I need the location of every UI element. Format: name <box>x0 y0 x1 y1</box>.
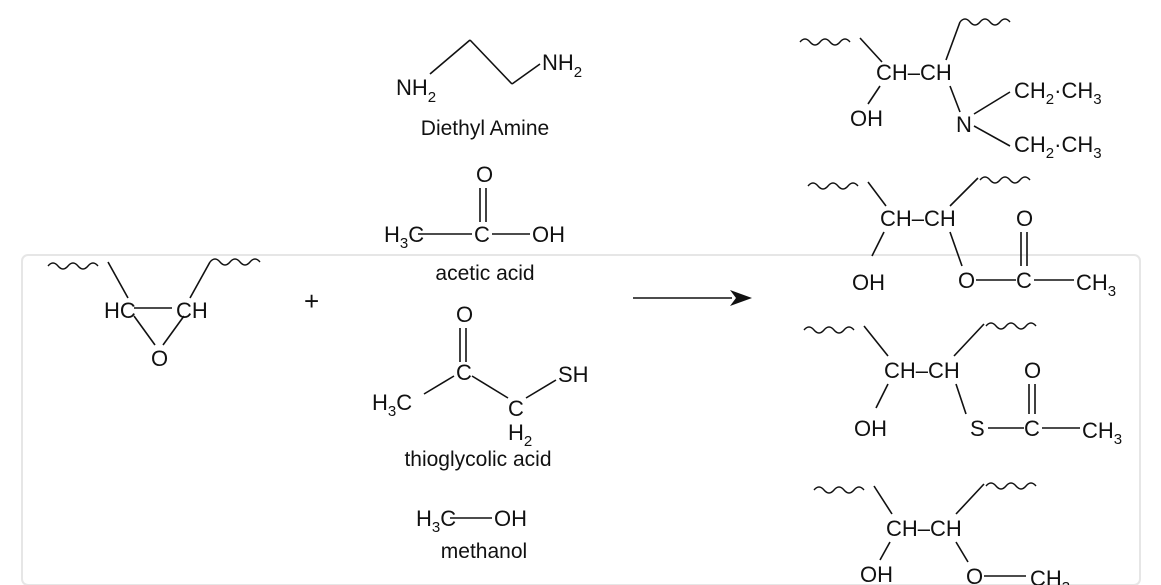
arrow-head <box>730 290 752 306</box>
product-ether: CH–CH OH O CH3 <box>813 482 1070 585</box>
bond-amine-3 <box>511 63 541 85</box>
acetic-h3c: H3C <box>384 222 424 252</box>
bond-right-chain <box>189 261 211 299</box>
caption-acetic-acid: acetic acid <box>435 262 534 285</box>
p2-oh: OH <box>852 270 885 295</box>
p3-oh: OH <box>854 416 887 441</box>
thio-sh: SH <box>558 362 589 387</box>
p2-bond-o <box>949 231 963 267</box>
p3-o-top: O <box>1024 358 1041 383</box>
p3-wave-left <box>803 326 855 334</box>
thio-o-top: O <box>456 302 473 327</box>
plus-sign: + <box>304 286 319 316</box>
bond-amine-2 <box>469 39 513 85</box>
amine-nh-right: NH2 <box>542 50 582 81</box>
epoxide-structure: HC CH O <box>47 258 261 371</box>
p2-wave-left <box>807 182 859 190</box>
caption-thioglycolic-acid: thioglycolic acid <box>404 448 551 471</box>
caption-diethyl-amine: Diethyl Amine <box>421 117 549 140</box>
p4-bond-left <box>873 485 893 515</box>
p4-ch3: CH3 <box>1030 566 1070 585</box>
p4-bond-oh <box>879 541 891 561</box>
thio-c: C <box>456 360 472 385</box>
p1-chch: CH–CH <box>876 60 952 85</box>
p1-wave-right <box>959 18 1011 26</box>
wavy-chain-left <box>47 262 99 270</box>
epoxide-oxygen: O <box>151 346 168 371</box>
p3-bond-left <box>863 325 889 357</box>
p1-ethyl-1: CH2·CH3 <box>1014 78 1102 108</box>
p3-bond-s <box>955 383 967 415</box>
bond-c-o-left <box>133 315 156 346</box>
acetic-acid-structure: O H3C C OH acetic acid <box>384 162 565 285</box>
p2-bond-left <box>867 181 887 207</box>
p1-bond-left <box>859 37 883 63</box>
p4-o: O <box>966 564 983 585</box>
p2-o-top: O <box>1016 206 1033 231</box>
p1-ethyl-2: CH2·CH3 <box>1014 132 1102 162</box>
p2-bond-right <box>949 177 979 207</box>
p2-c: C <box>1016 268 1032 293</box>
diethyl-amine-structure: NH2 NH2 Diethyl Amine <box>396 39 582 140</box>
bond-thio-right <box>525 379 557 399</box>
p1-bond-ethyl-1 <box>973 91 1011 115</box>
thio-h3c: H3C <box>372 390 412 420</box>
thio-h2: H2 <box>508 420 532 450</box>
bond-amine-1 <box>429 39 471 75</box>
p2-chch: CH–CH <box>880 206 956 231</box>
p4-bond-o <box>955 541 969 563</box>
p1-bond-oh <box>867 85 881 105</box>
epoxide-hc: HC <box>104 298 136 323</box>
p3-wave-right <box>985 322 1037 330</box>
p2-wave-right <box>979 176 1031 184</box>
p2-o-link: O <box>958 268 975 293</box>
thio-ch2-c: C <box>508 396 524 421</box>
reaction-arrow <box>633 290 752 306</box>
product-acetate: CH–CH OH O O C CH3 <box>807 176 1116 300</box>
p2-ch3: CH3 <box>1076 270 1116 300</box>
bond-thio-left <box>423 375 455 395</box>
p4-bond-right <box>955 483 985 515</box>
acetic-o-top: O <box>476 162 493 187</box>
p3-bond-right <box>953 323 985 357</box>
p1-wave-left <box>799 38 851 46</box>
p1-bond-n <box>949 85 961 113</box>
p1-bond-right <box>945 21 961 61</box>
p4-wave-left <box>813 486 865 494</box>
bond-left-chain <box>107 261 129 299</box>
p3-chch: CH–CH <box>884 358 960 383</box>
p3-s: S <box>970 416 985 441</box>
product-thioester: CH–CH OH S O C CH3 <box>803 322 1122 448</box>
p1-bond-ethyl-2 <box>973 125 1011 147</box>
p4-oh: OH <box>860 562 893 585</box>
acetic-oh: OH <box>532 222 565 247</box>
background-frame <box>21 254 1141 585</box>
thioglycolic-acid-structure: O C H3C C H2 SH thioglycolic acid <box>372 302 589 471</box>
acetic-c: C <box>474 222 490 247</box>
wavy-chain-right <box>209 258 261 266</box>
amine-nh-left: NH2 <box>396 75 436 106</box>
p3-ch3: CH3 <box>1082 418 1122 448</box>
p3-bond-oh <box>875 383 889 409</box>
product-amine: CH–CH OH N CH2·CH3 CH2·CH3 <box>799 18 1102 162</box>
p4-wave-right <box>985 482 1037 490</box>
p4-chch: CH–CH <box>886 516 962 541</box>
caption-methanol: methanol <box>441 540 527 563</box>
methanol-h3c: H3C <box>416 506 456 536</box>
bond-c-o-right <box>162 315 185 346</box>
p3-c: C <box>1024 416 1040 441</box>
bond-thio-mid <box>471 375 509 399</box>
p2-bond-oh <box>871 231 885 257</box>
methanol-structure: H3C OH methanol <box>416 506 527 563</box>
methanol-oh: OH <box>494 506 527 531</box>
p1-oh: OH <box>850 106 883 131</box>
p1-n: N <box>956 112 972 137</box>
